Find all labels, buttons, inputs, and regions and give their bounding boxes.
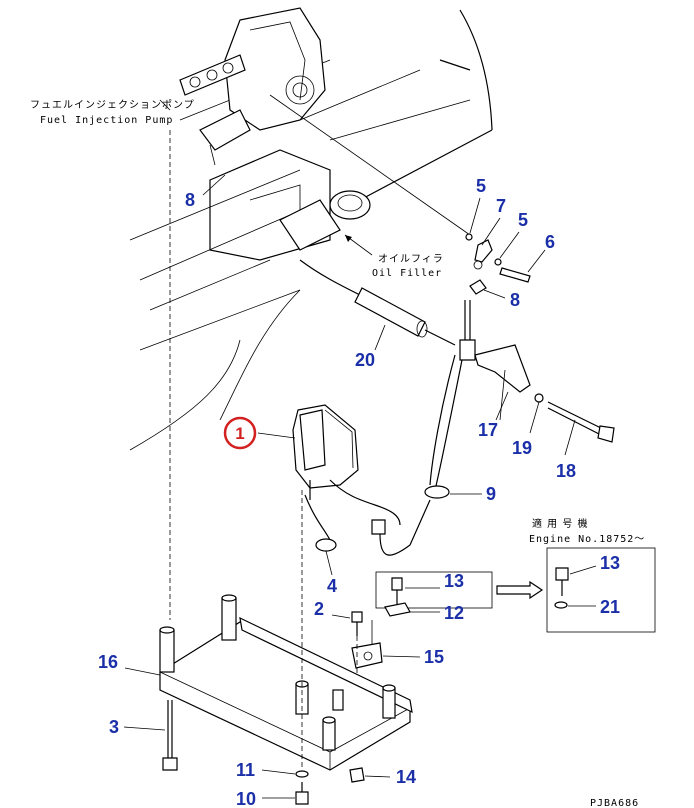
- callout-6: 6: [545, 232, 555, 252]
- bolt-18: [547, 401, 615, 456]
- drawing-code: PJBA686: [590, 798, 639, 808]
- fuel-injection-pump: [179, 7, 326, 166]
- screw-2: [331, 611, 363, 636]
- fittings-upper-right: [465, 233, 531, 295]
- bracket-17: [474, 344, 531, 421]
- callout-14: 14: [396, 767, 416, 787]
- callout-13a: 13: [444, 571, 464, 591]
- bolt-3: [123, 700, 178, 771]
- hose-20: [299, 259, 456, 346]
- washer-11: [261, 769, 309, 778]
- fuel-pump-label-en: Fuel Injection Pump: [40, 115, 173, 126]
- bolt-10: [262, 782, 309, 805]
- callout-13b: 13: [600, 553, 620, 573]
- bracket-15: [351, 620, 421, 669]
- callout-16: 16: [98, 652, 118, 672]
- callout-9: 9: [486, 484, 496, 504]
- dipstick-tube: [429, 300, 476, 491]
- callout-19: 19: [512, 438, 532, 458]
- clamp-9: [424, 485, 482, 499]
- callout-18: 18: [556, 461, 576, 481]
- callout-7: 7: [496, 196, 506, 216]
- leader-1: [257, 432, 296, 439]
- change-arrow: [496, 580, 544, 600]
- callout-4: 4: [327, 576, 337, 596]
- callout-20: 20: [355, 350, 375, 370]
- callout-8b: 8: [510, 290, 520, 310]
- callout-1: 1: [235, 424, 244, 443]
- callout-3: 3: [109, 717, 119, 737]
- oil-filler-label-jp: オイルフィラ: [378, 253, 444, 265]
- callout-2: 2: [314, 599, 324, 619]
- clamp-4: [315, 538, 337, 576]
- callout-10: 10: [236, 789, 256, 808]
- callout-5b: 5: [518, 210, 528, 230]
- callout-12: 12: [444, 603, 464, 623]
- applicable-engine-no: Engine No.18752～: [529, 534, 645, 545]
- callout-21: 21: [600, 597, 620, 617]
- engine-block: [129, 9, 493, 451]
- washer-19: [534, 393, 544, 403]
- oil-filler-label-en: Oil Filler: [372, 268, 442, 279]
- callout-17: 17: [478, 420, 498, 440]
- callout-5a: 5: [476, 176, 486, 196]
- nut-14: [349, 767, 391, 783]
- applicable-engine-box: [546, 547, 656, 633]
- oil-filler: [279, 190, 371, 251]
- fastener-box: [375, 571, 493, 617]
- callout-11: 11: [236, 760, 255, 780]
- callout-8a: 8: [185, 190, 195, 210]
- callout-1-circle: 1: [223, 416, 257, 450]
- callout-15: 15: [424, 647, 444, 667]
- part-1-tank: [292, 404, 431, 556]
- fuel-pump-label-jp: フュエルインジェクションポンプ: [30, 99, 195, 111]
- applicable-label-jp: 適 用 号 機: [532, 517, 589, 530]
